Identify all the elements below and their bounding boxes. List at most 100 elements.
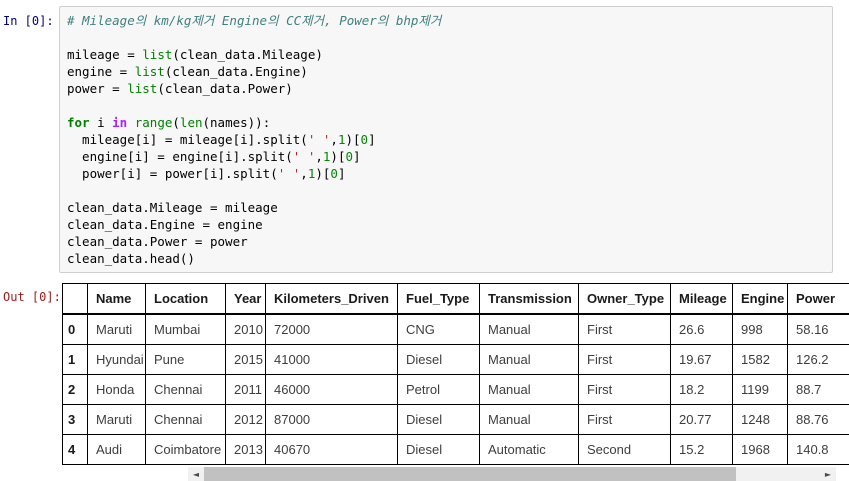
output-prompt: Out [0]: [3, 290, 61, 304]
scrollbar-left-arrow-icon[interactable]: ◄ [188, 467, 204, 481]
table-cell: Pune [145, 344, 226, 375]
table-cell: Manual [479, 344, 579, 375]
code-line: mileage = list(clean_data.Mileage) [67, 47, 323, 62]
table-cell: 2010 [225, 313, 266, 345]
table-cell: CNG [397, 313, 480, 345]
table-cell: 126.2 [787, 344, 849, 375]
table-cell: 2012 [225, 404, 266, 435]
table-cell: Second [578, 434, 671, 465]
table-cell: Coimbatore [145, 434, 226, 465]
row-index: 3 [62, 404, 88, 435]
scrollbar-track[interactable] [204, 467, 820, 481]
code-line: clean_data.head() [67, 251, 195, 266]
column-header: Mileage [670, 283, 733, 315]
table-cell: 41000 [265, 344, 398, 375]
table-cell: Maruti [87, 313, 146, 345]
code-cell: In [0]: # Mileage의 km/kg제거 Engine의 CC제거,… [0, 6, 849, 273]
table-cell: Mumbai [145, 313, 226, 345]
column-header: Engine [732, 283, 788, 315]
input-prompt: In [0]: [3, 14, 54, 28]
code-line [67, 182, 825, 199]
table-cell: Audi [87, 434, 146, 465]
table-cell: 20.77 [670, 404, 733, 435]
table-cell: First [578, 374, 671, 405]
table-cell: Honda [87, 374, 146, 405]
code-line: power[i] = power[i].split(' ',1)[0] [67, 166, 346, 181]
table-cell: Diesel [397, 434, 480, 465]
table-cell: Hyundai [87, 344, 146, 375]
column-header [62, 283, 88, 315]
table-cell: 26.6 [670, 313, 733, 345]
table-cell: Petrol [397, 374, 480, 405]
column-header: Kilometers_Driven [265, 283, 398, 315]
row-index: 2 [62, 374, 88, 405]
table-cell: Manual [479, 374, 579, 405]
table-cell: Manual [479, 404, 579, 435]
table-cell: 1248 [732, 404, 788, 435]
table-cell: 88.7 [787, 374, 849, 405]
table-cell: 1582 [732, 344, 788, 375]
code-line: engine[i] = engine[i].split(' ',1)[0] [67, 149, 361, 164]
table-cell: 88.76 [787, 404, 849, 435]
table-cell: 2011 [225, 374, 266, 405]
code-line [67, 97, 825, 114]
column-header: Name [87, 283, 146, 315]
table-cell: 15.2 [670, 434, 733, 465]
scrollbar-right-arrow-icon[interactable]: ► [820, 467, 836, 481]
row-index: 4 [62, 434, 88, 465]
table-cell: 1968 [732, 434, 788, 465]
table-cell: First [578, 404, 671, 435]
column-header: Power [787, 283, 849, 315]
scrollbar-thumb[interactable] [204, 467, 736, 481]
horizontal-scrollbar[interactable]: ◄ ► [188, 467, 836, 481]
table-cell: 998 [732, 313, 788, 345]
table-cell: 87000 [265, 404, 398, 435]
table-cell: 19.67 [670, 344, 733, 375]
column-header: Fuel_Type [397, 283, 480, 315]
code-line [67, 29, 825, 46]
code-line: for i in range(len(names)): [67, 115, 271, 130]
table-cell: Manual [479, 313, 579, 345]
table-cell: First [578, 313, 671, 345]
table-cell: 1199 [732, 374, 788, 405]
table-cell: Chennai [145, 404, 226, 435]
table-cell: 72000 [265, 313, 398, 345]
table-cell: 18.2 [670, 374, 733, 405]
table-cell: Chennai [145, 374, 226, 405]
code-line: # Mileage의 km/kg제거 Engine의 CC제거, Power의 … [67, 13, 442, 28]
code-line: power = list(clean_data.Power) [67, 81, 293, 96]
code-line: clean_data.Mileage = mileage [67, 200, 278, 215]
code-editor[interactable]: # Mileage의 km/kg제거 Engine의 CC제거, Power의 … [59, 6, 833, 273]
code-line: mileage[i] = mileage[i].split(' ',1)[0] [67, 132, 376, 147]
table-cell: 2015 [225, 344, 266, 375]
column-header: Year [225, 283, 266, 315]
code-line: engine = list(clean_data.Engine) [67, 64, 308, 79]
table-cell: Diesel [397, 344, 480, 375]
column-header: Owner_Type [578, 283, 671, 315]
table-cell: First [578, 344, 671, 375]
row-index: 0 [62, 313, 88, 345]
table-cell: Diesel [397, 404, 480, 435]
table-cell: Automatic [479, 434, 579, 465]
table-cell: 2013 [225, 434, 266, 465]
table-cell: 46000 [265, 374, 398, 405]
table-cell: 40670 [265, 434, 398, 465]
table-cell: 58.16 [787, 313, 849, 345]
column-header: Location [145, 283, 226, 315]
table-cell: Maruti [87, 404, 146, 435]
row-index: 1 [62, 344, 88, 375]
code-line: clean_data.Engine = engine [67, 217, 263, 232]
table-cell: 140.8 [787, 434, 849, 465]
column-header: Transmission [479, 283, 579, 315]
